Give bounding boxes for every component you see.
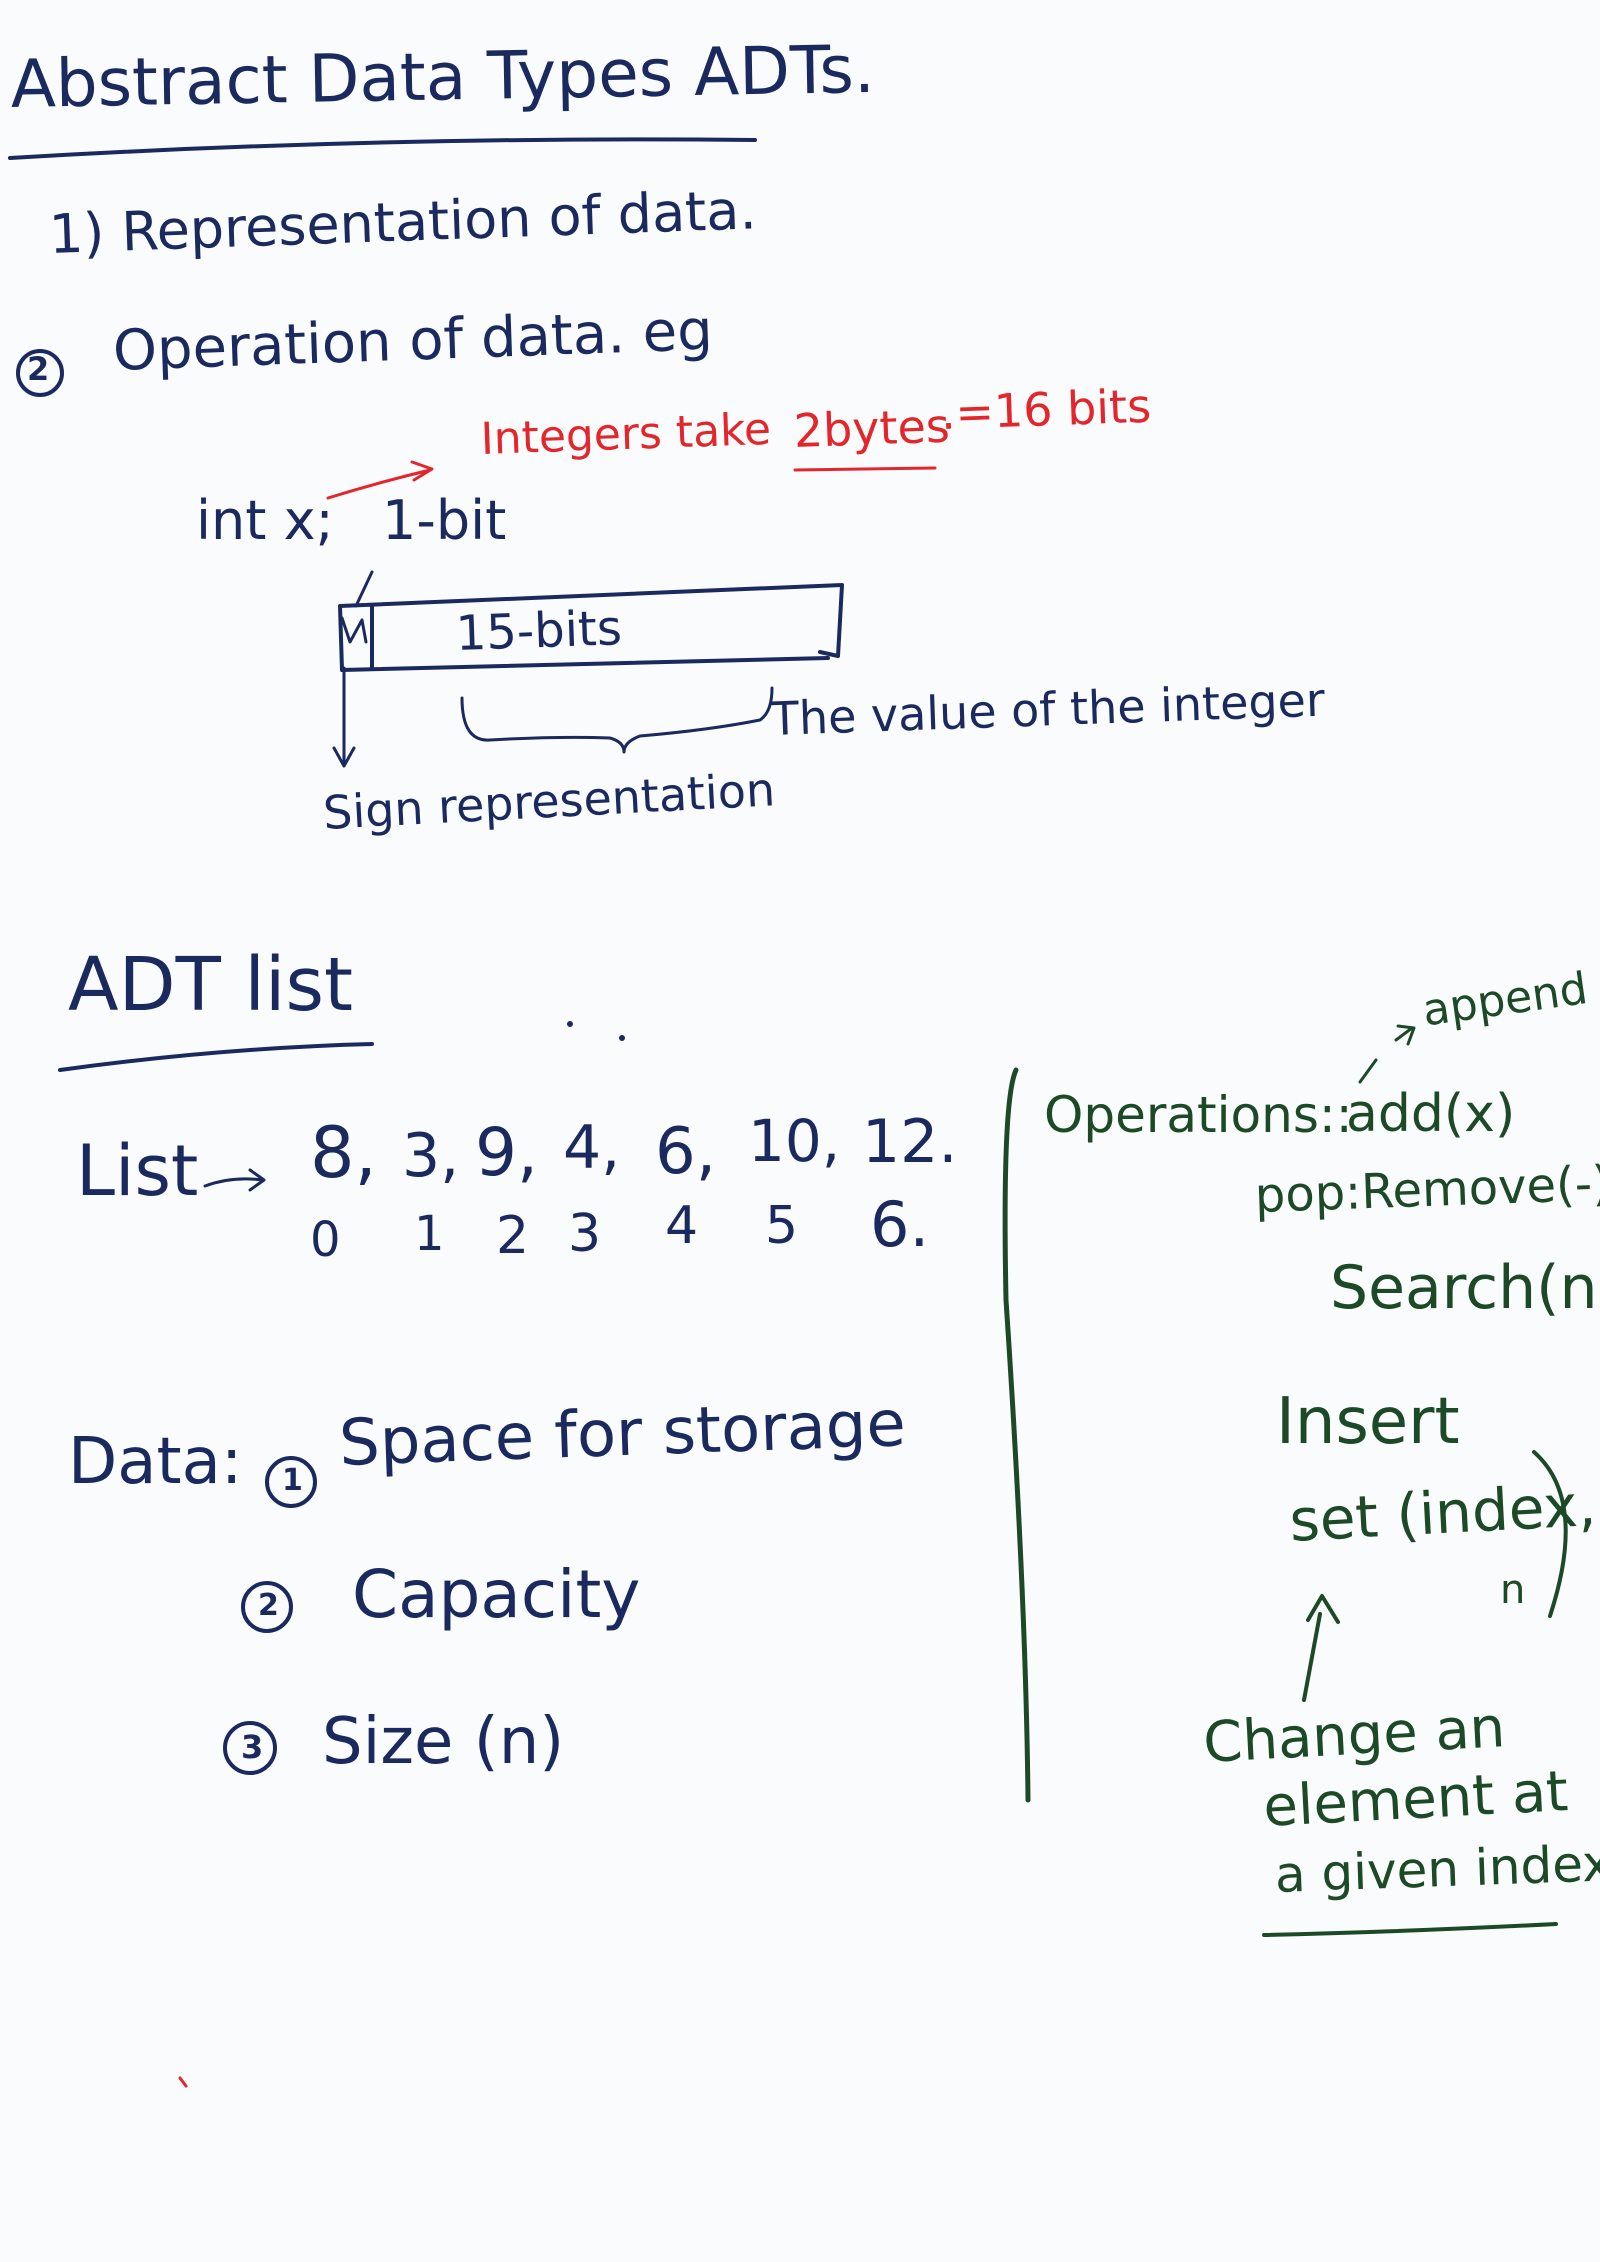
- integer-size-note-prefix: Integers take: [479, 403, 772, 465]
- red-underline: [793, 466, 937, 472]
- list-arrow: [203, 1168, 266, 1192]
- list-index: 1: [414, 1206, 445, 1262]
- item-operation-number: 2: [27, 350, 50, 388]
- list-value: 8,: [310, 1112, 377, 1194]
- sign-bit-mark: [340, 616, 368, 644]
- data-item-1-number: 1: [282, 1463, 303, 1498]
- op-add: add(x): [1346, 1084, 1516, 1144]
- data-item-3: Size (n): [322, 1705, 565, 1779]
- set-note-line-3: a given index.: [1273, 1833, 1600, 1904]
- adt-list-heading: ADT list: [68, 942, 354, 1028]
- list-value: 3,: [402, 1121, 460, 1191]
- integer-size-note-bytes: 2bytes: [792, 398, 951, 458]
- vertical-divider: [1002, 1067, 1031, 1803]
- list-index: 0: [310, 1212, 341, 1268]
- op-set: set (index,: [1287, 1470, 1598, 1555]
- list-value: 9,: [475, 1114, 538, 1191]
- note-underline: [1262, 1922, 1558, 1937]
- list-value: 10,: [748, 1107, 841, 1175]
- page-title: Abstract Data Types ADTs.: [9, 30, 876, 123]
- set-note-line-1: Change an: [1201, 1695, 1507, 1776]
- one-bit-label: 1-bit: [382, 489, 507, 552]
- list-value: 4,: [563, 1113, 621, 1183]
- list-index: 3: [568, 1204, 602, 1264]
- integer-size-note-suffix: .=16 bits: [939, 378, 1152, 440]
- list-label: List: [76, 1130, 199, 1212]
- append-note: append: [1419, 962, 1591, 1037]
- list-index: 2: [496, 1206, 530, 1266]
- list-value: 12.: [862, 1107, 958, 1177]
- stray-dot: [619, 1035, 625, 1041]
- set-note-line-2: element at: [1261, 1759, 1570, 1840]
- stray-dot: [567, 1021, 573, 1027]
- op-insert: Insert: [1276, 1385, 1460, 1459]
- sign-down-arrow: [332, 666, 356, 768]
- data-item-2: Capacity: [352, 1556, 641, 1633]
- stray-red-mark: [178, 2076, 188, 2088]
- list-index: 5: [765, 1196, 799, 1256]
- fifteen-bits-label: 15-bits: [454, 600, 623, 662]
- operations-label: Operations::: [1044, 1086, 1353, 1144]
- data-item-1: Space for storage: [337, 1387, 907, 1481]
- op-search: Search(n): [1330, 1253, 1600, 1323]
- append-arrow: [1358, 1024, 1416, 1084]
- data-item-2-number: 2: [258, 1588, 279, 1623]
- note-arrow: [1302, 1594, 1340, 1702]
- title-underline: [8, 137, 757, 160]
- op-set-n: n: [1500, 1567, 1526, 1613]
- data-label: Data:: [68, 1425, 243, 1499]
- value-label: The value of the integer: [769, 672, 1326, 746]
- list-index: 6.: [870, 1188, 930, 1261]
- data-item-3-number: 3: [241, 1728, 264, 1766]
- adt-underline: [58, 1042, 374, 1072]
- list-index: 4: [665, 1196, 699, 1256]
- item-operation: Operation of data. eg: [111, 298, 714, 384]
- int-declaration: int x;: [196, 489, 334, 552]
- op-pop: pop:Remove(-): [1253, 1155, 1600, 1224]
- one-bit-pointer: [354, 570, 374, 608]
- sign-label: Sign representation: [321, 762, 777, 840]
- list-value: 6,: [655, 1115, 717, 1189]
- item-representation: 1) Representation of data.: [47, 178, 758, 266]
- value-brace: [460, 686, 774, 754]
